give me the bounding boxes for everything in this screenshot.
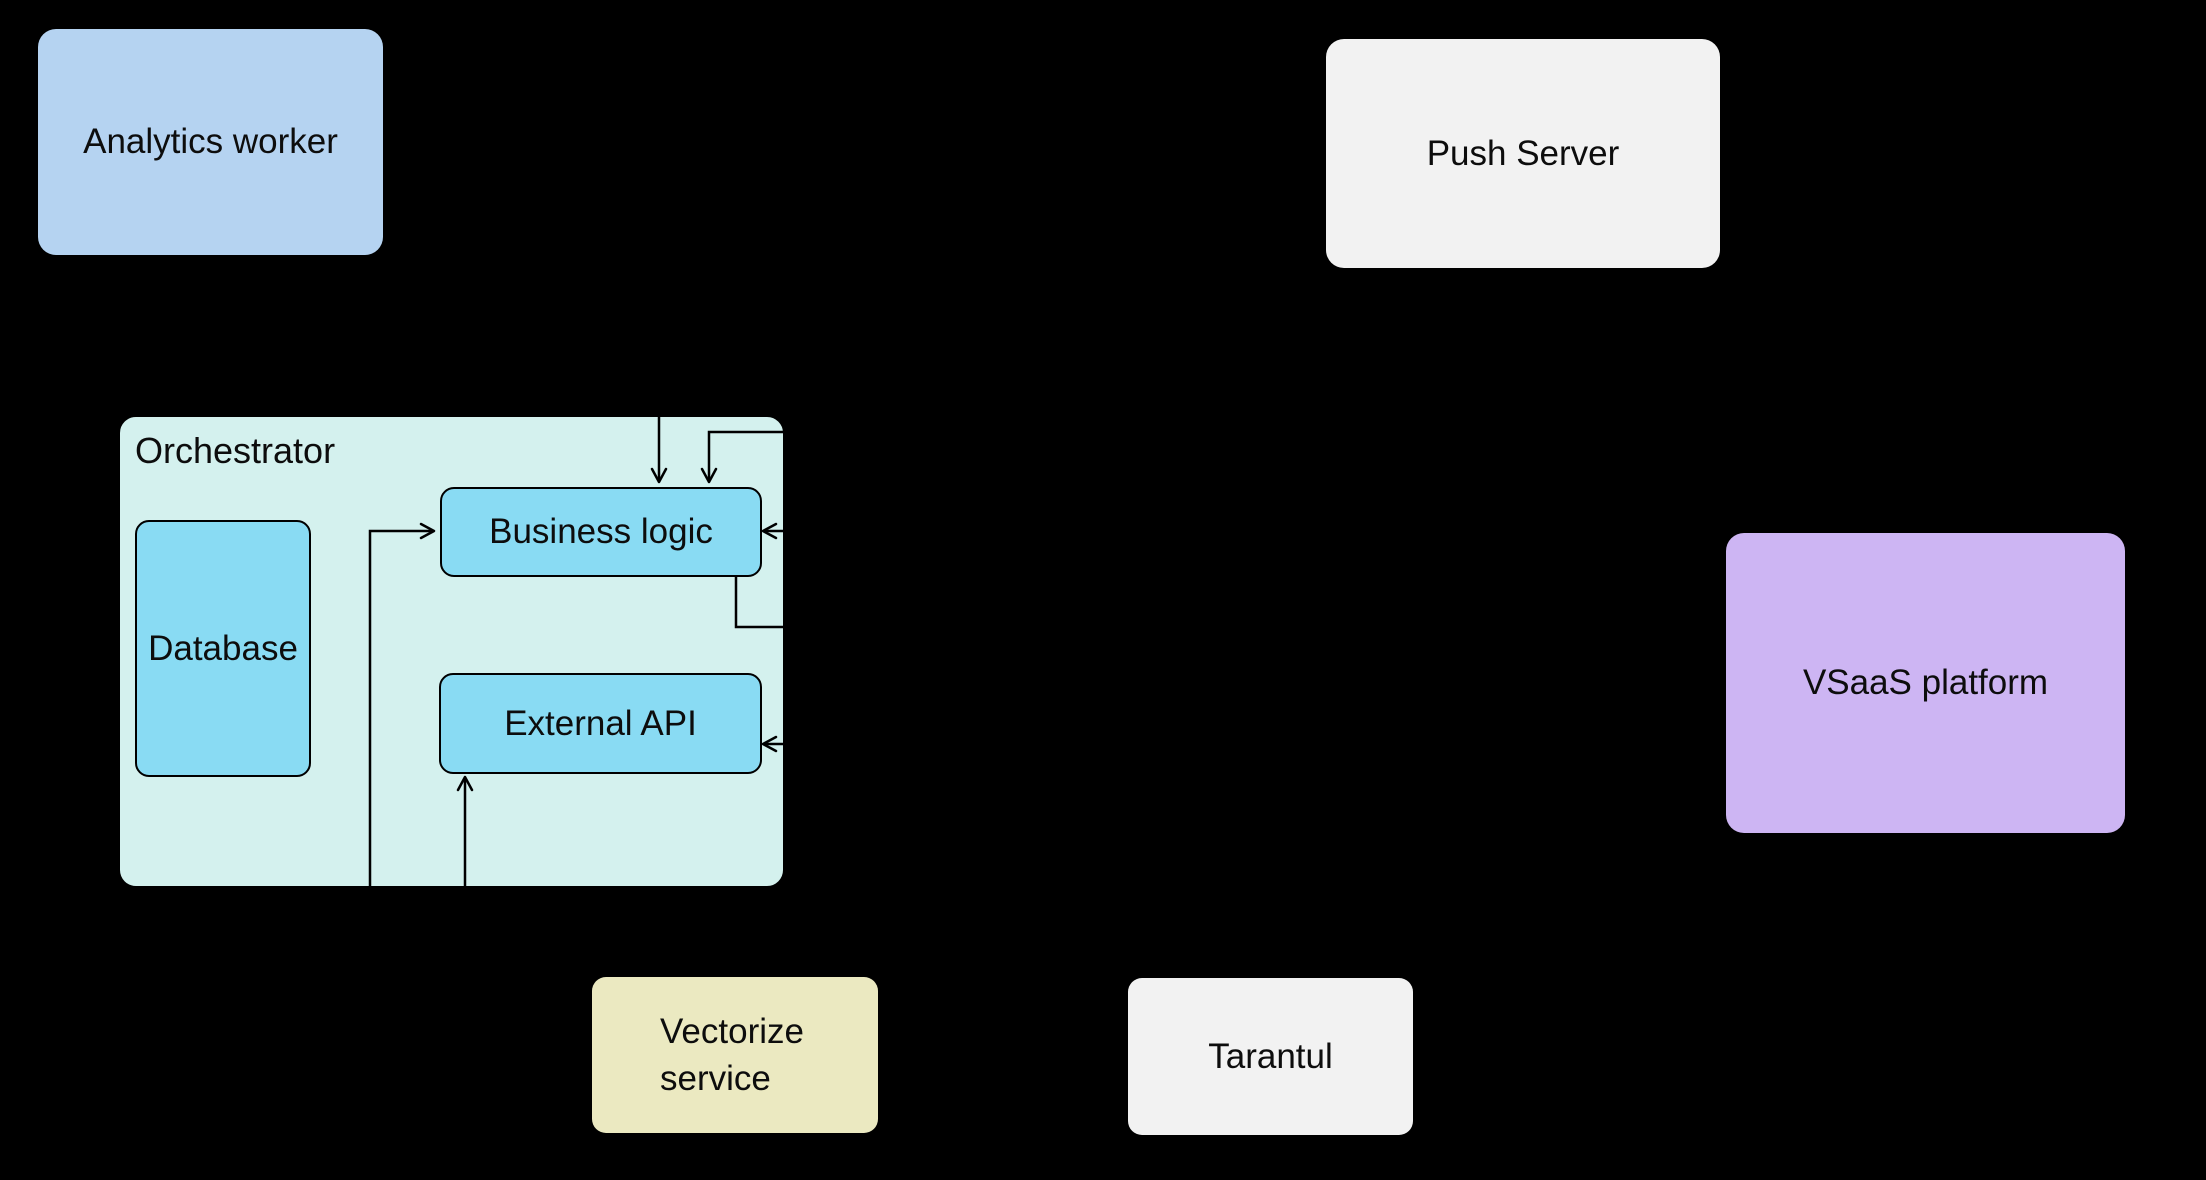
node-analytics-worker: Analytics worker [38, 29, 383, 255]
node-analytics-worker-label: Analytics worker [83, 122, 338, 162]
node-external-api-label: External API [504, 703, 697, 743]
node-vectorize-service: Vectorize service [592, 977, 878, 1133]
node-vsaas-platform-label: VSaaS platform [1802, 663, 2049, 703]
group-orchestrator-label: Orchestrator [135, 430, 336, 471]
node-external-api: External API [439, 673, 762, 774]
node-database-label: Database [148, 628, 298, 668]
node-tarantul: Tarantul [1128, 978, 1413, 1135]
node-tarantul-label: Tarantul [1208, 1036, 1333, 1076]
node-vectorize-service-label: Vectorize service [660, 1011, 804, 1098]
node-push-server: Push Server [1326, 39, 1720, 268]
group-orchestrator: Orchestrator Database Business logic Ext… [118, 415, 785, 888]
node-business-logic-label: Business logic [489, 512, 713, 552]
node-database: Database [135, 520, 311, 777]
node-push-server-label: Push Server [1426, 133, 1620, 173]
node-business-logic: Business logic [440, 487, 762, 577]
node-vsaas-platform: VSaaS platform [1726, 533, 2125, 833]
